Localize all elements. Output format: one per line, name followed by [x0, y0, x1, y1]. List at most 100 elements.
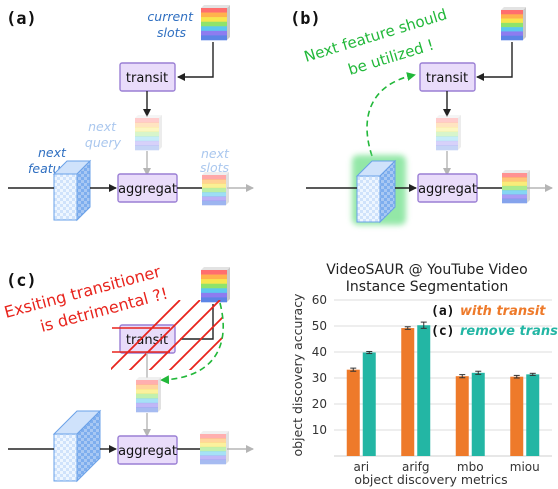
next-slots-caption-line1: next — [201, 146, 230, 161]
slot-stripe — [436, 140, 458, 146]
slot-stripe — [201, 288, 227, 294]
panel-c-letter: (c) — [6, 271, 37, 291]
slot-stripe — [135, 118, 159, 123]
slot-stripe — [201, 292, 227, 298]
bar-mbo-with-transit — [455, 376, 469, 456]
slot-stack-top — [135, 115, 162, 118]
slot-stripe — [200, 455, 226, 461]
slot-stripe — [135, 122, 159, 128]
next-feature-caption-line1: next — [38, 145, 67, 160]
slot-stripe — [201, 21, 227, 27]
slot-stripe — [201, 12, 227, 18]
slot-stripe — [201, 279, 227, 285]
slot-stripe — [502, 173, 527, 178]
slot-stripe — [501, 31, 523, 37]
slot-stripe — [201, 283, 227, 289]
panel-a-letter: (a) — [6, 9, 37, 29]
next-query-stack-b — [436, 115, 461, 151]
x-tick-label-miou: miou — [510, 460, 540, 474]
current-slots-caption-line1: current — [147, 9, 194, 24]
slot-stripe — [202, 179, 226, 184]
slot-stripe — [202, 187, 226, 193]
slot-stripe — [200, 459, 226, 465]
feature-cube-a — [52, 159, 92, 222]
x-tick-label-mbo: mbo — [457, 460, 484, 474]
slot-stripe — [200, 442, 226, 448]
slot-stripe — [436, 122, 458, 128]
next-slots-stack-a — [202, 172, 229, 206]
feature-cube-b — [352, 155, 406, 225]
slot-stripe — [501, 18, 523, 24]
slot-stack-side — [226, 172, 229, 205]
slot-stripe — [502, 194, 527, 200]
bar-miou-with-transit — [510, 376, 524, 456]
slot-stripe — [136, 398, 158, 404]
slots-to-transit-line-c — [180, 304, 214, 340]
slot-stripe — [136, 389, 158, 395]
slot-stripe — [202, 192, 226, 197]
slot-stripe — [436, 127, 458, 133]
aggregat-label-c: aggregat — [118, 444, 177, 459]
x-tick-label-arifg: arifg — [402, 460, 429, 474]
slot-stack-side — [527, 170, 530, 203]
y-tick-label: 10 — [312, 423, 327, 437]
slot-stripe — [135, 127, 159, 133]
slot-stripe — [136, 407, 158, 413]
slot-stack-top — [502, 170, 530, 173]
slot-stripe — [201, 17, 227, 23]
bar-chart: VideoSAUR @ YouTube Video Instance Segme… — [290, 262, 558, 487]
slot-stack-top — [200, 431, 229, 434]
aggregat-label-a: aggregat — [118, 182, 177, 197]
legend-c-text: remove transit — [460, 324, 558, 339]
slot-stripe — [201, 30, 227, 36]
bar-arifg-remove-transit — [417, 325, 431, 456]
next-query-stack — [135, 115, 162, 151]
aggregat-box-c — [117, 435, 178, 465]
slot-stack-top — [202, 172, 229, 175]
legend-a-text: with transit — [460, 304, 546, 319]
slot-stripe — [436, 131, 458, 137]
slot-stripe — [501, 22, 523, 28]
slot-stack-side — [458, 115, 461, 150]
slot-stripe — [200, 451, 226, 456]
slot-stripe — [202, 183, 226, 189]
bar-arifg-with-transit — [401, 328, 415, 456]
aggregat-label-b: aggregat — [418, 182, 477, 197]
bar-ari-with-transit — [346, 369, 360, 456]
slot-stripe — [202, 200, 226, 206]
slot-stripe — [135, 145, 159, 151]
panel-b: (b) Next feature should be utilized ! tr… — [290, 5, 553, 225]
current-slots-caption-line2: slots — [157, 25, 187, 40]
slot-stripe — [202, 175, 226, 180]
slot-stripe — [201, 274, 227, 280]
slot-stripe — [501, 35, 523, 41]
y-tick-label: 50 — [312, 319, 327, 333]
chart-bars — [346, 321, 540, 456]
panel-a: (a) current slots transit next query nex… — [6, 5, 254, 222]
slot-stripe — [135, 131, 159, 137]
slot-stripe — [201, 8, 227, 13]
chart-title-line1: VideoSAUR @ YouTube Video — [326, 262, 527, 278]
transit-label-c: transit — [126, 333, 168, 348]
slot-stack-side — [159, 115, 162, 150]
slot-stripe — [502, 177, 527, 182]
slots-to-transit-arrow — [177, 42, 214, 81]
slot-stripe — [502, 198, 527, 204]
slots-to-transit-arrow-b — [476, 42, 513, 81]
slot-stack-side — [227, 267, 230, 302]
next-query-caption-line2: query — [85, 135, 122, 150]
slot-stack-side — [227, 5, 230, 40]
feature-to-transit-green-arrow — [366, 72, 416, 157]
slot-stripe — [135, 140, 159, 146]
slot-stack-top — [436, 115, 461, 118]
slot-stripe — [436, 118, 458, 123]
slot-stripe — [201, 26, 227, 32]
slot-stripe — [200, 446, 226, 452]
slot-stripe — [135, 136, 159, 142]
slot-stripe — [136, 393, 158, 399]
x-axis-label: object discovery metrics — [354, 472, 507, 487]
chart-legend: (a) with transit (c) remove transit — [431, 304, 558, 339]
